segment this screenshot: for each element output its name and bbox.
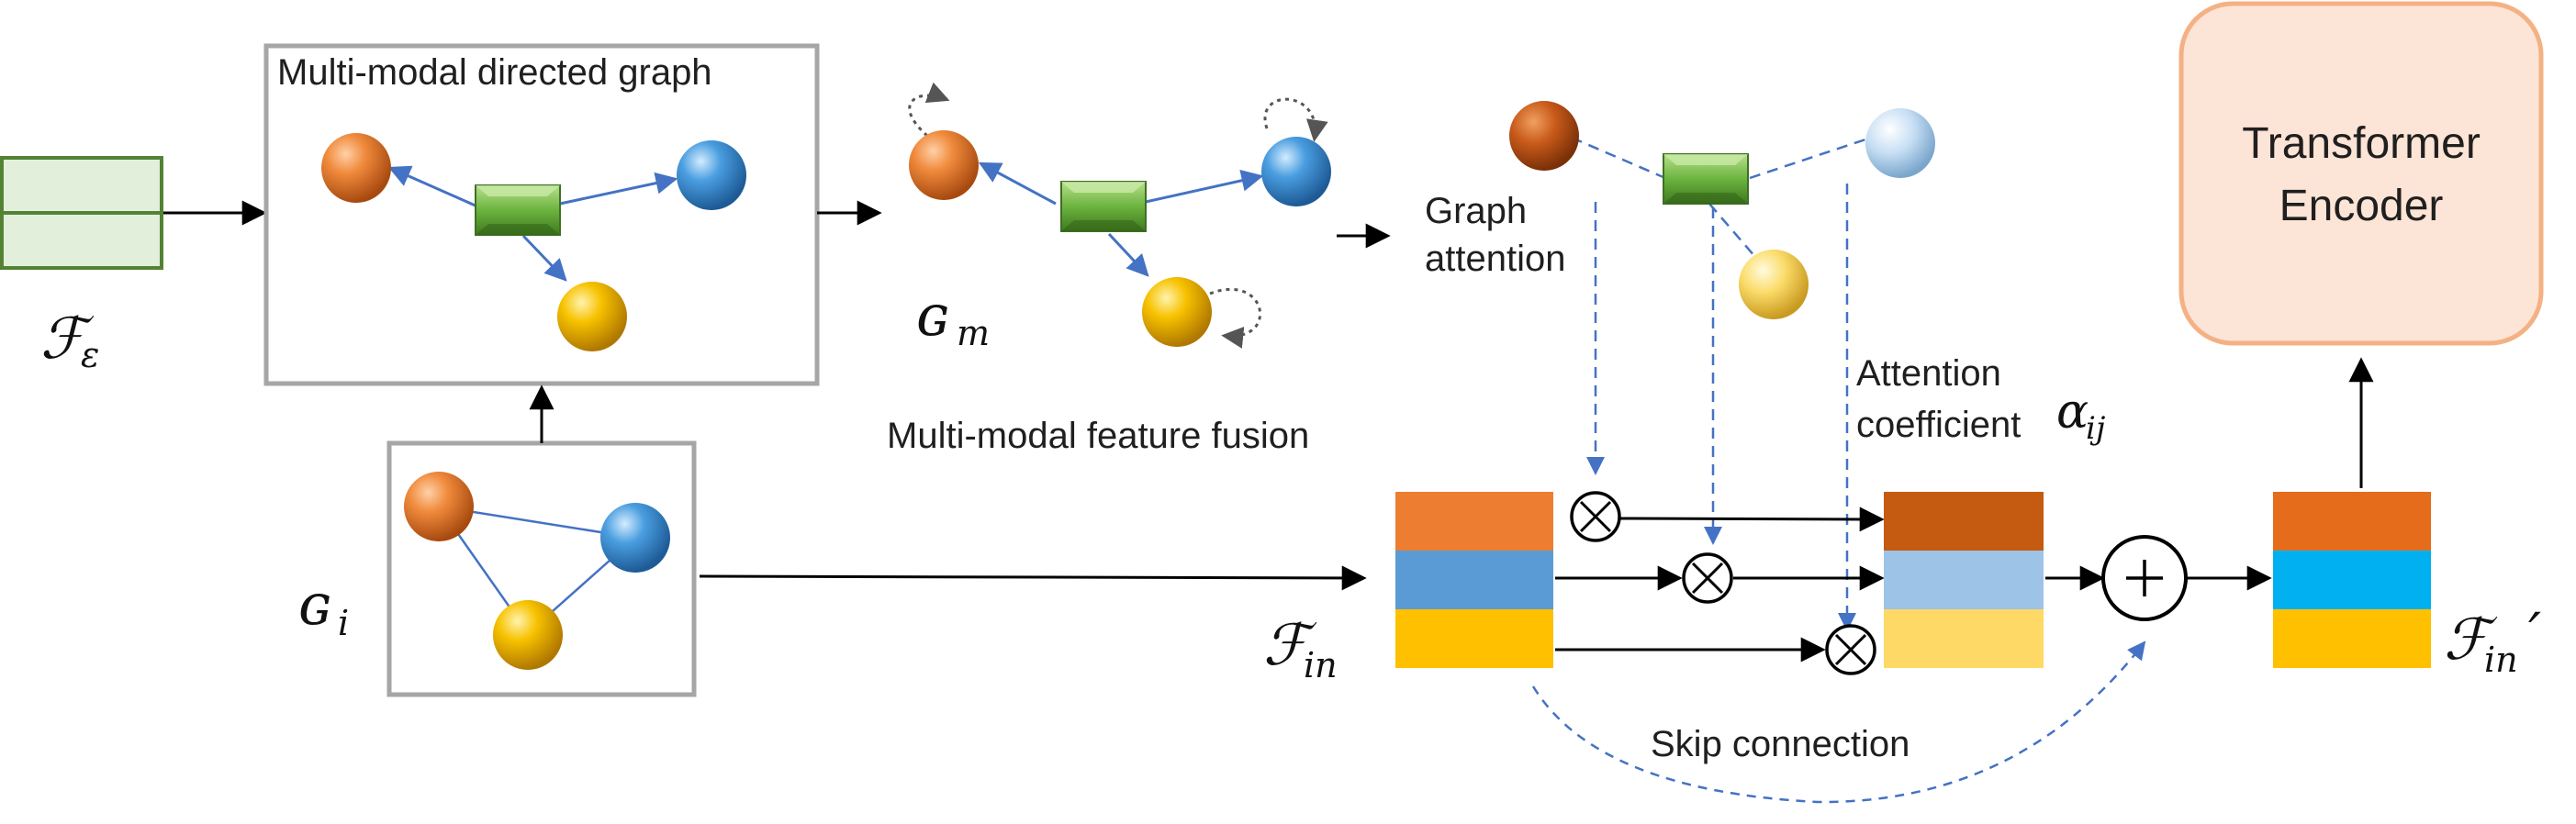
- alpha-symbol: α: [2056, 384, 2089, 440]
- graph-attention-line1: Graph: [1425, 191, 1527, 231]
- gm-node-yellow-icon: [1142, 277, 1212, 347]
- f-epsilon-sub: ε: [81, 335, 99, 375]
- attention-coeff-line2: coefficient: [1856, 405, 2021, 445]
- transformer-line2: Encoder: [2279, 182, 2444, 230]
- transformer-line1: Transformer: [2242, 119, 2481, 168]
- fin-row-arrows: [1555, 507, 1885, 663]
- gm-edges: [978, 161, 1264, 277]
- att-node-green-rect-icon: [1663, 153, 1749, 205]
- directed-graph-edges: [387, 165, 678, 282]
- feature-fusion-label: Multi-modal feature fusion: [887, 416, 1309, 456]
- attention-coeff-line1: Attention: [1856, 353, 2001, 394]
- att-node-blue-icon: [1865, 108, 1935, 178]
- multiply-2-icon: [1682, 552, 1733, 604]
- gm-node-orange-icon: [909, 130, 979, 200]
- plus-icon: [2101, 535, 2188, 621]
- gi-node-blue-icon: [600, 503, 670, 573]
- skip-connection-label: Skip connection: [1651, 724, 1910, 764]
- node-orange-icon: [321, 133, 391, 203]
- multiply-3-icon: [1825, 624, 1876, 675]
- gm-label: ɢ: [916, 282, 949, 349]
- gm-self-loops: [908, 82, 1328, 349]
- attention-weight-arrows: [1586, 184, 1856, 631]
- node-blue-icon: [677, 140, 746, 210]
- gm-sub: m: [957, 313, 990, 353]
- directed-graph-title: Multi-modal directed graph: [277, 52, 712, 93]
- att-node-orange-icon: [1509, 101, 1579, 171]
- f-in-prime-stack: [2273, 492, 2431, 668]
- att-node-yellow-icon: [1739, 250, 1809, 319]
- graph-attention-line2: attention: [1425, 239, 1565, 279]
- arrow-gi-to-fin: [699, 565, 1367, 591]
- alpha-sub: ij: [2086, 410, 2106, 447]
- gm-node-green-rect-icon: [1060, 181, 1147, 232]
- gi-node-yellow-icon: [493, 600, 563, 670]
- multiply-1-icon: [1570, 491, 1621, 542]
- f-in-sub: in: [1304, 645, 1338, 685]
- skip-connection-curve: [1531, 640, 2146, 804]
- gi-node-orange-icon: [404, 472, 474, 541]
- attention-edges: [1571, 136, 1866, 258]
- weighted-feature-stack: [1884, 492, 2044, 668]
- f-in-stack: [1395, 492, 1553, 668]
- node-green-rect-icon: [475, 184, 561, 236]
- node-yellow-icon: [557, 282, 627, 351]
- f-epsilon-block: [0, 156, 163, 270]
- f-in-prime-sub: in: [2484, 640, 2518, 680]
- prime-mark: ′: [2528, 600, 2541, 667]
- gi-sub: i: [338, 603, 349, 643]
- gm-node-blue-icon: [1261, 137, 1331, 206]
- gi-label: ɢ: [298, 571, 331, 638]
- transformer-encoder-box: [2178, 1, 2544, 346]
